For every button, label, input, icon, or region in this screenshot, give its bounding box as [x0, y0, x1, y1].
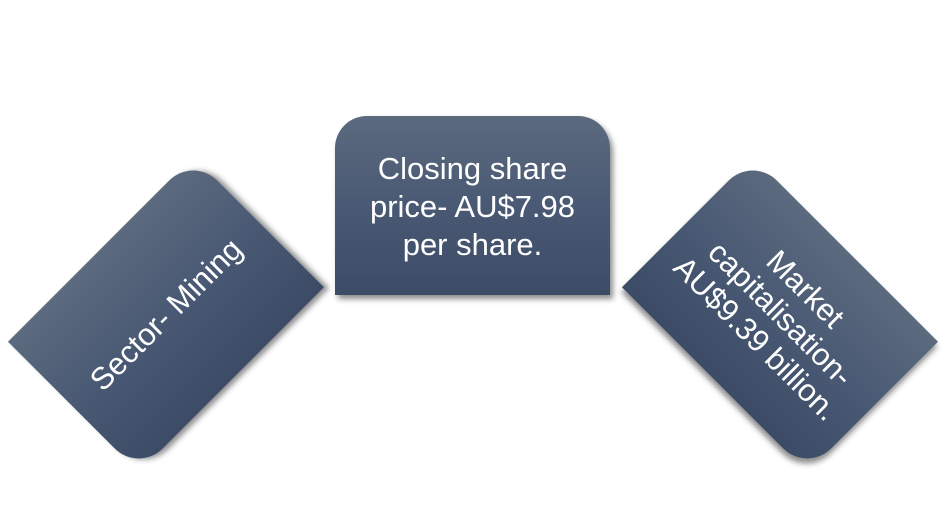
- sector-label: Sector- Mining: [82, 231, 249, 398]
- closing-share-price-label: Closing share price- AU$7.98 per share.: [369, 151, 576, 262]
- market-capitalisation-card: Market capitalisation- AU$9.39 billion.: [621, 156, 939, 473]
- closing-share-price-card: Closing share price- AU$7.98 per share.: [335, 116, 610, 295]
- sector-card: Sector- Mining: [7, 156, 325, 473]
- market-capitalisation-label: Market capitalisation- AU$9.39 billion.: [666, 234, 860, 428]
